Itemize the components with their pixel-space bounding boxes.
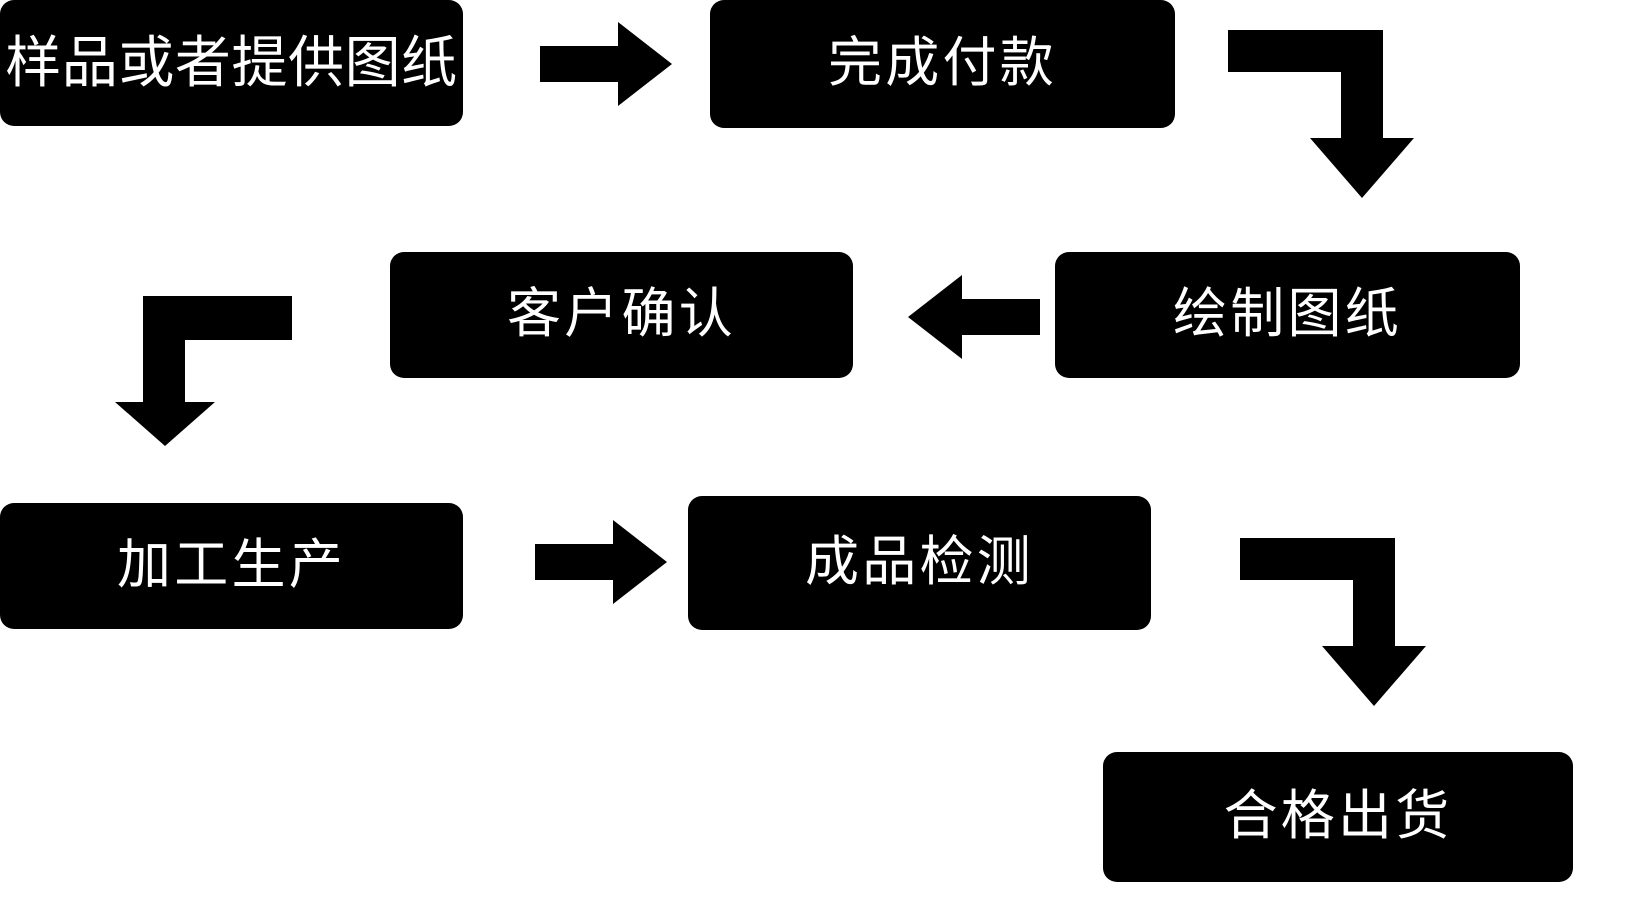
connector-confirm-to-produce	[115, 296, 300, 446]
arrow-right-icon	[540, 22, 672, 106]
node-inspect[interactable]: 成品检测	[688, 496, 1151, 630]
node-confirm[interactable]: 客户确认	[390, 252, 853, 378]
node-drawing-label: 绘制图纸	[1173, 284, 1402, 345]
node-sample-label: 样品或者提供图纸	[5, 31, 458, 95]
arrow-right-icon	[535, 520, 667, 604]
connector-drawing-to-confirm	[900, 275, 1040, 359]
arrow-left-icon	[908, 275, 1040, 359]
connector-sample-to-payment	[540, 22, 680, 106]
arrow-elbow-right-down-icon	[1240, 538, 1426, 706]
node-drawing[interactable]: 绘制图纸	[1055, 252, 1520, 378]
connector-payment-to-drawing	[1228, 30, 1428, 200]
node-confirm-label: 客户确认	[507, 284, 736, 345]
connector-inspect-to-ship	[1240, 538, 1440, 708]
node-payment-label: 完成付款	[828, 33, 1057, 94]
node-produce[interactable]: 加工生产	[0, 503, 463, 629]
node-sample[interactable]: 样品或者提供图纸	[0, 0, 463, 126]
arrow-elbow-right-down-icon	[1228, 30, 1414, 198]
node-produce-label: 加工生产	[117, 535, 346, 596]
node-ship-label: 合格出货	[1223, 786, 1453, 847]
arrow-elbow-left-down-icon	[115, 296, 292, 446]
connector-produce-to-inspect	[535, 520, 675, 604]
node-payment[interactable]: 完成付款	[710, 0, 1175, 128]
node-ship[interactable]: 合格出货	[1103, 752, 1573, 882]
node-inspect-label: 成品检测	[805, 532, 1034, 593]
